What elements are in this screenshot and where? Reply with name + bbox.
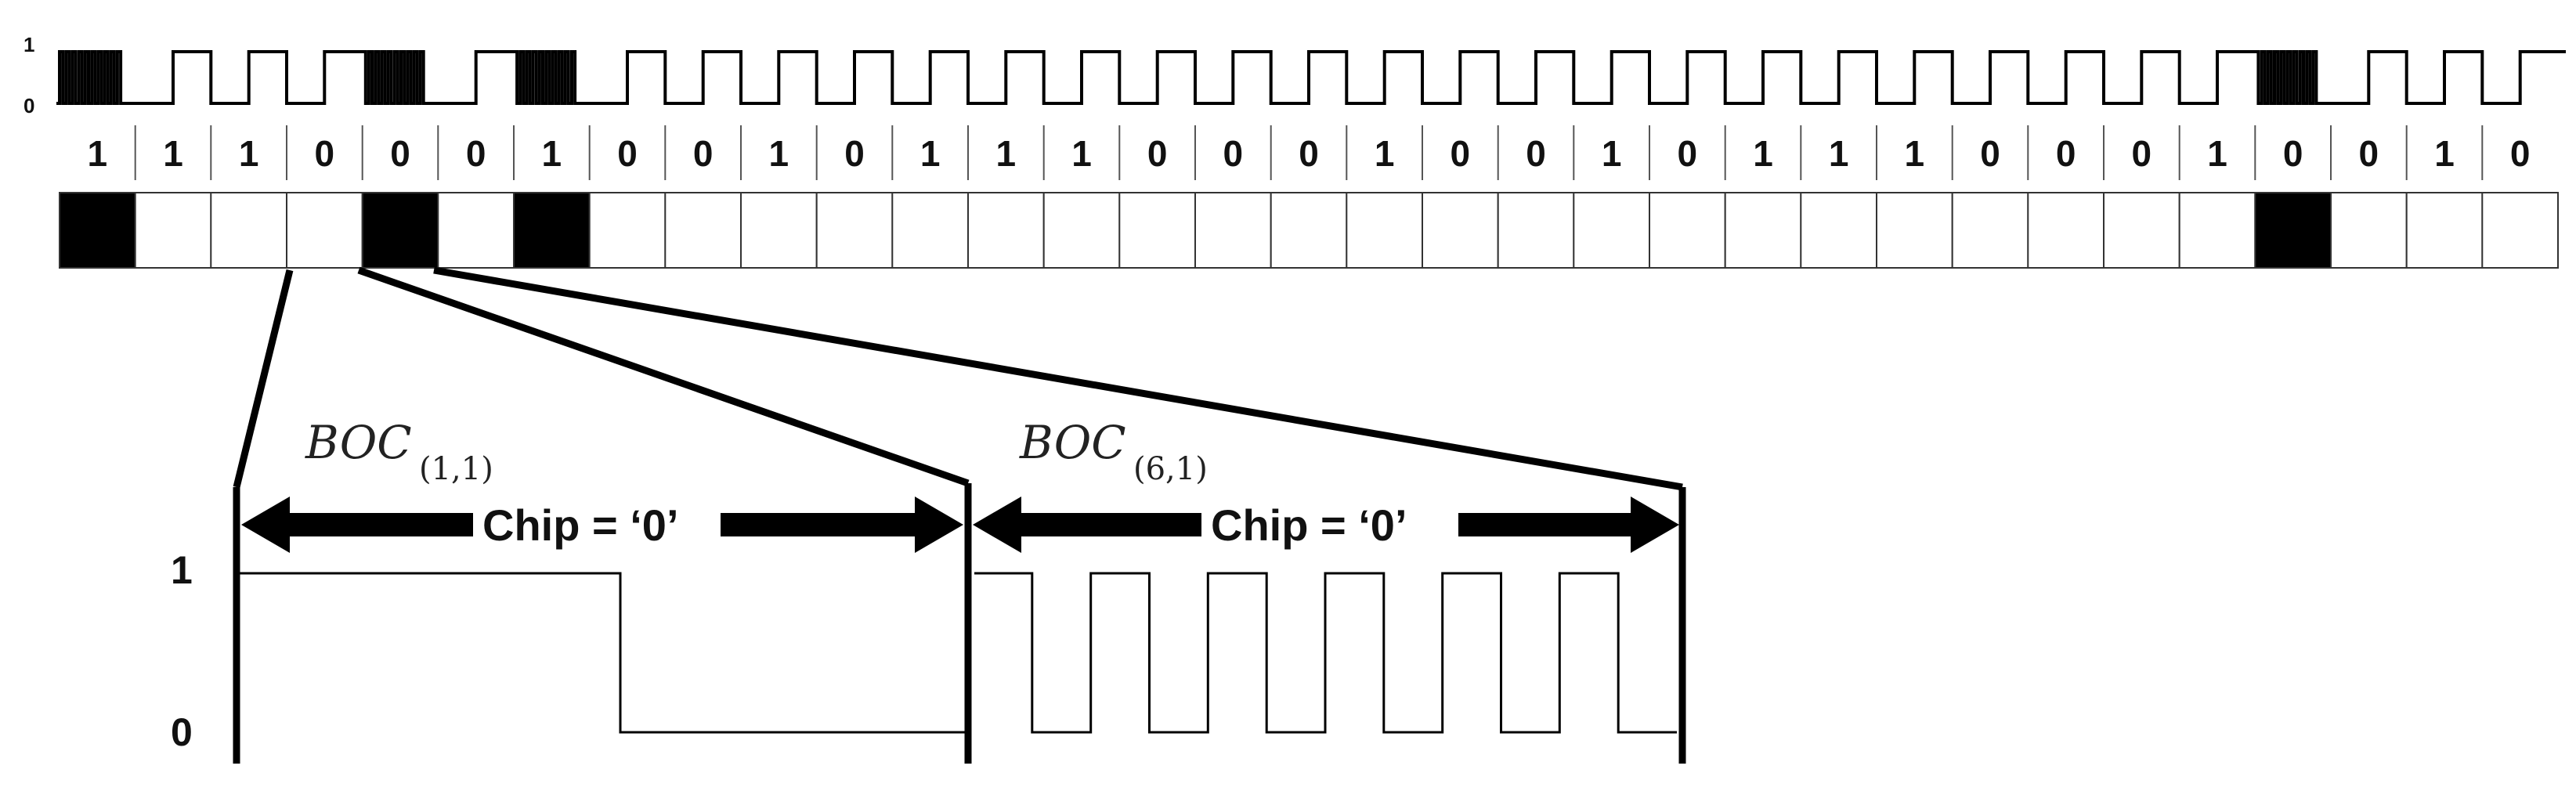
chip-cell	[2330, 192, 2408, 269]
arrow-head	[973, 497, 1021, 553]
chip-cell	[664, 192, 742, 269]
chip-cell	[1118, 192, 1197, 269]
top-axis-low-label: 0	[23, 94, 34, 117]
chip-label: 1	[239, 133, 259, 174]
chip-cell	[967, 192, 1045, 269]
chip-label: 0	[466, 133, 486, 174]
top-axis-high-label: 1	[23, 33, 34, 56]
chip-cell	[740, 192, 818, 269]
chip-label: 0	[844, 133, 865, 174]
boc-1-1-subscript: (1,1)	[419, 451, 493, 487]
arrow-head	[915, 497, 963, 553]
chip-cell-filled	[513, 192, 591, 269]
chip-label: 0	[2283, 133, 2303, 174]
arrow-shaft	[288, 513, 473, 536]
arrow-shaft	[1020, 513, 1201, 536]
top-waveform	[56, 50, 2566, 105]
chip-cell-filled	[2254, 192, 2332, 269]
chip-label: 1	[1602, 133, 1622, 174]
chip-label: 1	[996, 133, 1017, 174]
chip-label: 1	[2434, 133, 2455, 174]
chip-label: 0	[2510, 133, 2531, 174]
chip-cell-filled	[59, 192, 136, 269]
chip-label: 1	[2207, 133, 2227, 174]
boc-1-1-title: BOC	[305, 416, 412, 469]
chip-label: 1	[88, 133, 108, 174]
chip-cell	[2481, 192, 2560, 269]
chip-cell	[286, 192, 363, 269]
chip-label: 0	[1678, 133, 1698, 174]
chip-cell	[2103, 192, 2180, 269]
chip-cell	[2405, 192, 2484, 269]
chip-cell	[1649, 192, 1726, 269]
chip-cell	[1346, 192, 1424, 269]
arrow-head	[241, 497, 290, 553]
chip-label: 0	[1980, 133, 2000, 174]
chip-cell	[1042, 192, 1121, 269]
chip-cell	[1724, 192, 1802, 269]
chip-cell	[815, 192, 894, 269]
boc-6-1-title: BOC	[1019, 416, 1126, 469]
chip-label-right: Chip = ‘0’	[1211, 500, 1407, 550]
chip-cell	[1270, 192, 1348, 269]
chip-label: 1	[1905, 133, 1925, 174]
chip-label: 0	[1223, 133, 1244, 174]
chip-cell	[1194, 192, 1272, 269]
chip-label: 0	[2359, 133, 2379, 174]
zoom-axis-high-label: 1	[171, 548, 193, 592]
chip-cell	[1800, 192, 1878, 269]
chip-label: 1	[769, 133, 789, 174]
chip-label: 1	[1375, 133, 1395, 174]
boc-1-1-waveform	[240, 572, 965, 734]
arrow-shaft	[1458, 513, 1632, 536]
chip-label: 1	[920, 133, 941, 174]
chip-labels: 1 1 1 0 0 0 1 0 0 1 0 1 1 1 0 0 0 1 0 0 1 0 1 1 1 0 0 0 1 0 0 1 0	[88, 125, 2531, 180]
boc-6-1-waveform	[974, 572, 1677, 734]
chip-cell	[891, 192, 970, 269]
chip-cell	[437, 192, 515, 269]
chip-label: 0	[2056, 133, 2076, 174]
chip-label-left: Chip = ‘0’	[482, 500, 679, 550]
chip-cell	[1573, 192, 1651, 269]
arrow-shaft	[721, 513, 916, 536]
chip-grid	[59, 192, 2560, 269]
chip-cell	[210, 192, 287, 269]
chip-cell	[588, 192, 667, 269]
chip-label: 1	[1829, 133, 1849, 174]
chip-label: 1	[163, 133, 183, 174]
chip-label: 0	[617, 133, 638, 174]
zoom-line-right	[433, 266, 1683, 491]
top-square-wave	[56, 50, 2566, 105]
chip-arrow-right	[973, 497, 1679, 553]
zoom-line-left	[233, 269, 294, 489]
chip-label: 0	[2132, 133, 2152, 174]
chip-label: 0	[693, 133, 714, 174]
chip-label: 0	[1147, 133, 1168, 174]
chip-cell	[1422, 192, 1499, 269]
chip-cell-filled	[361, 192, 439, 269]
zoom-line-middle	[357, 266, 970, 487]
chip-label: 0	[390, 133, 410, 174]
chip-cell	[2178, 192, 2256, 269]
zoom-axis-low-label: 0	[171, 710, 193, 754]
chip-label: 0	[1299, 133, 1319, 174]
chip-label: 0	[1451, 133, 1471, 174]
chip-label: 0	[315, 133, 335, 174]
chip-arrow-left	[241, 497, 963, 553]
arrow-head	[1631, 497, 1679, 553]
chip-cell	[1497, 192, 1575, 269]
chip-label: 1	[542, 133, 562, 174]
chip-cell	[1876, 192, 1953, 269]
chip-label: 1	[1753, 133, 1773, 174]
chip-cell	[2027, 192, 2105, 269]
chip-cell	[1951, 192, 2029, 269]
chip-label: 0	[1526, 133, 1546, 174]
boc-6-1-subscript: (6,1)	[1133, 451, 1208, 487]
chip-label: 1	[1071, 133, 1092, 174]
chip-cell	[134, 192, 212, 269]
